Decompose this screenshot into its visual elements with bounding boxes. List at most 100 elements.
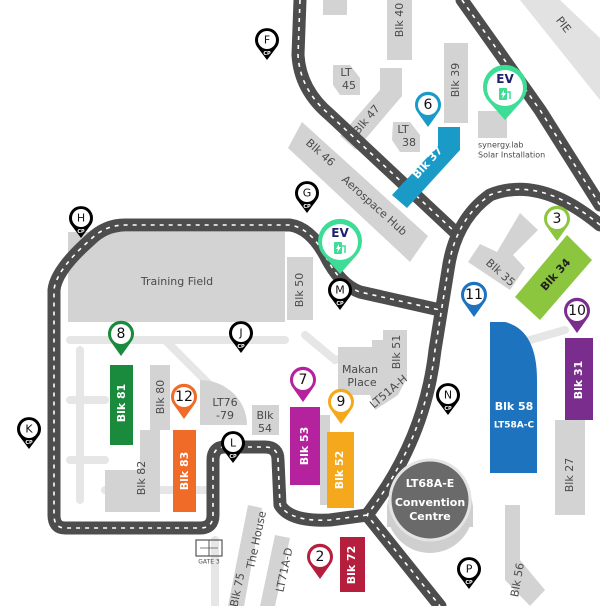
pin-8[interactable]: 8 xyxy=(108,320,134,356)
building-blk58[interactable] xyxy=(490,322,537,473)
pin-3[interactable]: 3 xyxy=(544,205,570,241)
carpark-cp-label: CP xyxy=(263,51,271,57)
label-blk72: Blk 72 xyxy=(345,546,358,585)
pin-number: 12 xyxy=(175,389,193,405)
label-lt76-line2: -79 xyxy=(216,409,234,422)
label-training-field: Training Field xyxy=(140,275,213,288)
carpark-letter: P xyxy=(466,563,473,576)
gate-3[interactable]: GATE 3 xyxy=(195,539,223,566)
label-lt38-line2: 38 xyxy=(402,136,416,149)
carpark-cp-label: CP xyxy=(336,301,344,307)
buildings xyxy=(68,0,585,606)
label-makan-line1: Makan xyxy=(342,363,378,376)
label-centre: Centre xyxy=(409,510,451,523)
pin-number: 11 xyxy=(465,287,483,303)
label-blk50: Blk 50 xyxy=(293,273,306,307)
pin-number: 6 xyxy=(424,97,433,113)
carpark-L[interactable]: L CP xyxy=(221,431,245,463)
carpark-letter: H xyxy=(77,212,85,225)
building-blk31[interactable] xyxy=(565,338,593,420)
carpark-letter: G xyxy=(303,187,312,200)
ev-charger-icon xyxy=(334,242,346,254)
pin-7[interactable]: 7 xyxy=(290,366,316,402)
ev-label: EV xyxy=(496,72,514,86)
label-blk75: Blk 75 xyxy=(228,572,248,606)
pin-number: 7 xyxy=(299,372,308,388)
building-blk81[interactable] xyxy=(110,365,133,445)
carpark-G[interactable]: G CP xyxy=(295,181,319,213)
label-blk58: Blk 58 xyxy=(495,400,534,413)
carpark-letter: K xyxy=(25,423,33,436)
carpark-cp-label: CP xyxy=(237,344,245,350)
pie-expressway xyxy=(520,0,600,100)
label-lt58: LT58A-C xyxy=(494,421,535,431)
carpark-letter: M xyxy=(335,284,345,297)
convention-centre[interactable]: LT68A-E Convention Centre xyxy=(387,458,473,553)
pin-6[interactable]: 6 xyxy=(415,91,441,127)
pin-number: 10 xyxy=(568,303,586,319)
label-blk53: Blk 53 xyxy=(298,427,311,466)
label-blk80: Blk 80 xyxy=(154,380,167,414)
carpark-cp-label: CP xyxy=(465,580,473,586)
label-blk82: Blk 82 xyxy=(135,461,148,495)
label-blk39: Blk 39 xyxy=(449,63,462,97)
carpark-letter: L xyxy=(230,437,237,450)
building-blk72[interactable] xyxy=(340,537,365,592)
carpark-K[interactable]: K CP xyxy=(16,417,42,449)
pin-10[interactable]: 10 xyxy=(564,297,590,333)
ev-charger-icon xyxy=(499,88,511,100)
carpark-cp-label: CP xyxy=(25,440,33,446)
label-blk83: Blk 83 xyxy=(178,452,191,491)
carpark-letter: J xyxy=(238,327,242,340)
label-blk40: Blk 40 xyxy=(393,3,406,37)
pin-number: 3 xyxy=(553,211,562,227)
carpark-M[interactable]: M CP xyxy=(328,278,352,310)
carpark-F[interactable]: F CP xyxy=(255,28,279,60)
label-blk56: Blk 56 xyxy=(508,562,527,598)
label-lt45-line1: LT xyxy=(340,66,352,79)
carpark-cp-label: CP xyxy=(303,204,311,210)
building-blk53[interactable] xyxy=(290,407,320,485)
pin-9[interactable]: 9 xyxy=(328,388,354,424)
carpark-letter: N xyxy=(444,389,452,402)
label-blk81: Blk 81 xyxy=(115,384,128,423)
ev-label: EV xyxy=(331,226,349,240)
ev-charging-pin-north[interactable]: EV xyxy=(483,64,527,120)
building-blk34[interactable] xyxy=(515,235,592,320)
carpark-cp-label: CP xyxy=(444,406,452,412)
carpark-cp-label: CP xyxy=(229,454,237,460)
roads xyxy=(47,0,600,606)
label-lt76-line1: LT76 xyxy=(212,396,237,409)
label-blk31: Blk 31 xyxy=(572,361,585,400)
pin-2[interactable]: 2 xyxy=(307,543,333,579)
building-blk37[interactable] xyxy=(392,127,460,208)
building-blk52[interactable] xyxy=(327,432,354,508)
label-blk54-line1: Blk xyxy=(257,409,275,422)
building-blk83[interactable] xyxy=(173,430,196,512)
label-lt38-line1: LT xyxy=(397,123,409,136)
label-synergy-lab: synergy.lab xyxy=(478,141,523,150)
label-makan-line2: Place xyxy=(347,376,376,389)
ev-charging-pin-central[interactable]: EV xyxy=(318,218,362,274)
label-blk27: Blk 27 xyxy=(563,458,576,492)
pin-12[interactable]: 12 xyxy=(171,383,197,419)
label-gate-3: GATE 3 xyxy=(198,559,220,566)
label-lt68: LT68A-E xyxy=(406,477,455,490)
label-solar-installation: Solar Installation xyxy=(478,151,545,160)
pin-number: 2 xyxy=(316,549,325,565)
carpark-J[interactable]: J CP xyxy=(229,321,253,353)
pin-11[interactable]: 11 xyxy=(461,281,487,317)
label-convention: Convention xyxy=(395,496,465,509)
carpark-H[interactable]: H CP xyxy=(69,206,93,238)
label-lt45-line2: 45 xyxy=(342,79,356,92)
carpark-N[interactable]: N CP xyxy=(436,383,460,415)
label-blk52: Blk 52 xyxy=(333,451,346,490)
pin-number: 8 xyxy=(117,326,126,342)
carpark-cp-label: CP xyxy=(77,229,85,235)
pin-number: 9 xyxy=(337,394,346,410)
label-blk51: Blk 51 xyxy=(390,335,403,369)
carpark-letter: F xyxy=(264,34,270,47)
carpark-P[interactable]: P CP xyxy=(457,557,481,589)
label-blk54-line2: 54 xyxy=(258,422,272,435)
